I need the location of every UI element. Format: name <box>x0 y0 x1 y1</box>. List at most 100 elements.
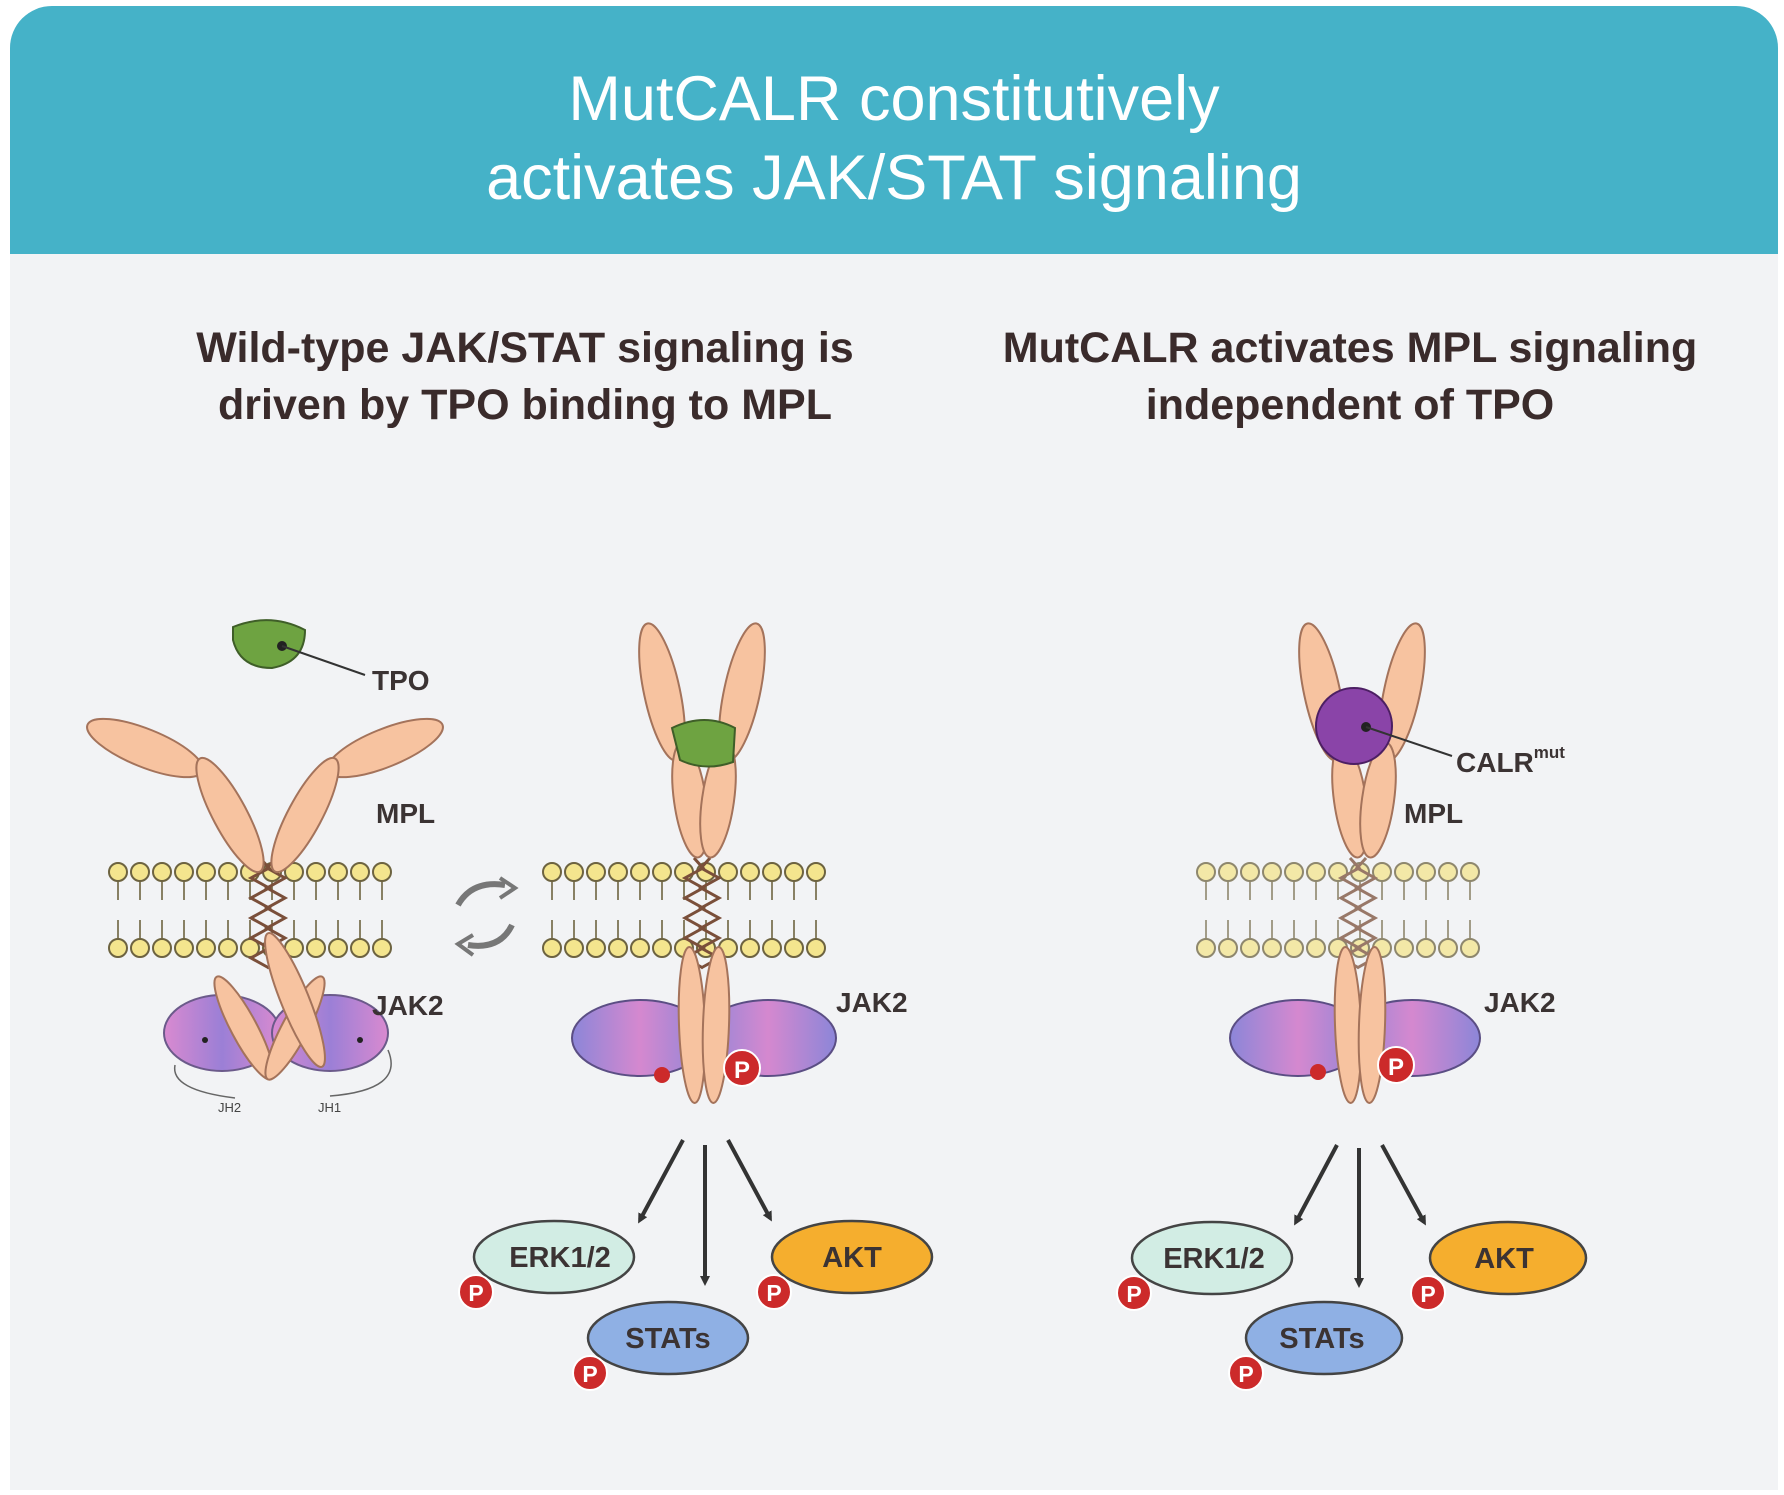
lipid-head <box>1240 938 1260 958</box>
lipid-head <box>1438 938 1458 958</box>
svg-text:ERK1/2: ERK1/2 <box>1163 1243 1265 1275</box>
lipid-head <box>564 938 584 958</box>
jak2-label-calr: JAK2 <box>1484 987 1556 1018</box>
svg-text:P: P <box>1420 1281 1435 1307</box>
calr-mut-protein <box>1315 687 1393 765</box>
lipid-head <box>630 938 650 958</box>
lipid-head <box>152 938 172 958</box>
lipid-head <box>806 862 826 882</box>
membrane-right <box>1196 856 1480 970</box>
lipid-head <box>1394 862 1414 882</box>
jh2-label: JH2 <box>218 1100 241 1115</box>
lipid-head <box>284 862 304 882</box>
transmembrane-helix <box>1337 856 1363 970</box>
figure-title: MutCALR constitutively activates JAK/STA… <box>10 60 1778 218</box>
left-panel-subtitle: Wild-type JAK/STAT signaling is driven b… <box>196 324 854 429</box>
stats-label: STATs <box>625 1323 710 1355</box>
lipid-head <box>196 862 216 882</box>
mpl-label-inactive: MPL <box>376 798 435 829</box>
lipid-head <box>1416 862 1436 882</box>
lipid-head <box>130 862 150 882</box>
lipid-head <box>542 862 562 882</box>
lipid-head <box>1196 862 1216 882</box>
svg-text:AKT: AKT <box>1474 1243 1534 1275</box>
lipid-head <box>328 938 348 958</box>
lipid-head <box>1218 862 1238 882</box>
calr-label: CALRmut <box>1456 743 1565 778</box>
tpo-bound <box>670 719 737 768</box>
phospho-label: P <box>734 1057 750 1084</box>
lipid-head <box>1284 938 1304 958</box>
jak2-label-active: JAK2 <box>836 987 908 1018</box>
downstream-arrows-middle <box>638 1139 772 1286</box>
lipid-head <box>1460 862 1480 882</box>
lipid-head <box>174 862 194 882</box>
erk-node-middle: ERK1/2 P <box>458 1219 636 1310</box>
lipid-head <box>372 862 392 882</box>
transmembrane-helix <box>697 856 723 970</box>
lipid-head <box>130 938 150 958</box>
svg-text:STATs: STATs <box>1279 1323 1364 1355</box>
tpo-activated-receptor-complex: P JAK2 <box>542 622 908 1104</box>
svg-text:P: P <box>1388 1054 1404 1081</box>
lipid-head <box>564 862 584 882</box>
akt-label: AKT <box>822 1242 882 1274</box>
downstream-arrows-right <box>1294 1144 1426 1288</box>
lipid-head <box>108 938 128 958</box>
header-banner: MutCALR constitutively activates JAK/STA… <box>10 6 1778 254</box>
svg-text:P: P <box>468 1280 483 1306</box>
lipid-head <box>652 862 672 882</box>
lipid-head <box>1284 862 1304 882</box>
lipid-head <box>1262 862 1282 882</box>
lipid-head <box>762 862 782 882</box>
lipid-head <box>372 938 392 958</box>
lipid-head <box>306 862 326 882</box>
transmembrane-helix <box>681 856 707 970</box>
right-panel-subtitle: MutCALR activates MPL signaling independ… <box>1002 324 1698 429</box>
lipid-head <box>608 862 628 882</box>
lipid-head <box>1372 862 1392 882</box>
lipid-head <box>542 938 562 958</box>
lipid-head <box>1416 938 1436 958</box>
lipid-head <box>306 938 326 958</box>
jak2-label-inactive: JAK2 <box>372 990 444 1021</box>
lipid-head <box>740 938 760 958</box>
svg-text:P: P <box>766 1280 781 1306</box>
lipid-head <box>1438 862 1458 882</box>
figure-card: MutCALR constitutively activates JAK/STA… <box>10 6 1778 1490</box>
lipid-head <box>350 938 370 958</box>
lipid-head <box>806 938 826 958</box>
svg-text:P: P <box>1238 1361 1253 1387</box>
membrane-left-1 <box>108 856 392 970</box>
figure-title-line2: activates JAK/STAT signaling <box>486 143 1302 213</box>
erk-label: ERK1/2 <box>509 1242 611 1274</box>
lipid-head <box>630 862 650 882</box>
lipid-head <box>718 862 738 882</box>
calrmut-receptor-complex: CALRmut MPL P JAK2 <box>1196 622 1565 1104</box>
equilibrium-arrows-icon <box>454 876 519 957</box>
lipid-head <box>152 862 172 882</box>
membrane-middle <box>542 856 826 970</box>
lipid-head <box>174 938 194 958</box>
mpl-receptor-inactive <box>86 717 444 874</box>
tpo-ligand <box>232 619 307 670</box>
lipid-head <box>586 938 606 958</box>
lipid-head <box>1196 938 1216 958</box>
stats-node-middle: STATs P <box>572 1300 750 1391</box>
lipid-head <box>1394 938 1414 958</box>
lipid-head <box>1218 938 1238 958</box>
mpl-label-calr: MPL <box>1404 798 1463 829</box>
lipid-head <box>196 938 216 958</box>
transmembrane-helix <box>1353 856 1379 970</box>
lipid-head <box>740 862 760 882</box>
akt-node-right: AKT P <box>1410 1220 1588 1311</box>
tpo-label: TPO <box>372 665 430 696</box>
lipid-head <box>1262 938 1282 958</box>
stats-node-right: STATs P <box>1228 1300 1404 1391</box>
lipid-head <box>784 862 804 882</box>
lipid-head <box>108 862 128 882</box>
lipid-head <box>586 862 606 882</box>
lipid-head <box>350 862 370 882</box>
lipid-head <box>762 938 782 958</box>
